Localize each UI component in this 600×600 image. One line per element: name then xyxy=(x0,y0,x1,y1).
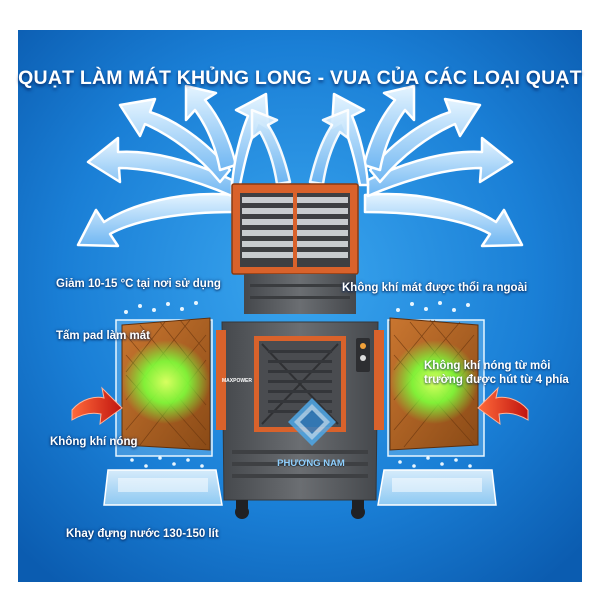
cooling-pad-label: Tấm pad làm mát xyxy=(56,330,150,342)
phuong-nam-logo xyxy=(288,398,336,446)
right-cooling-pad-unit xyxy=(377,301,497,506)
hot-air-arrow-left xyxy=(71,386,123,426)
product-badge: MAXPOWER xyxy=(222,378,252,384)
air-cooler-machine xyxy=(216,183,384,519)
water-tray-label: Khay đựng nước 130-150 lít xyxy=(66,528,219,540)
temp-drop-label: Giảm 10-15 °C tại nơi sử dụng xyxy=(56,278,221,290)
hot-air-arrow-right xyxy=(477,386,529,426)
left-cooling-pad-unit xyxy=(103,301,223,506)
hot-air-label: Không khí nóng xyxy=(50,436,138,448)
page-title: QUẠT LÀM MÁT KHỦNG LONG - VUA CỦA CÁC LO… xyxy=(18,67,582,89)
cool-air-out-label: Không khí mát được thổi ra ngoài xyxy=(342,282,528,294)
cool-air-arrows xyxy=(76,84,524,248)
watermark-text: PHƯƠNG NAM xyxy=(277,458,345,469)
hot-air-intake-label: Không khí nóng từ môi trường được hút từ… xyxy=(424,360,569,386)
